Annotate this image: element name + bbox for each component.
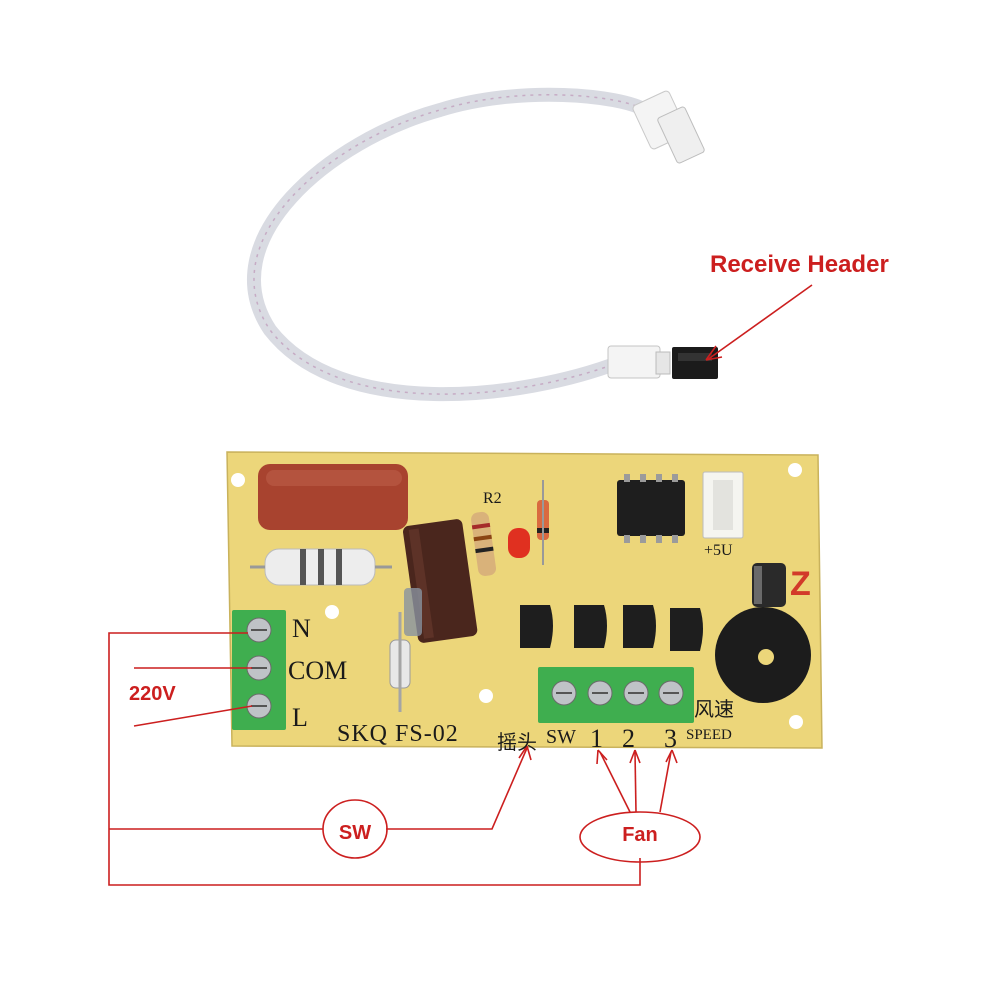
speed-1-label: 1 — [590, 724, 603, 753]
sw-callout-label: SW — [338, 822, 372, 844]
speed-3-label: 3 — [664, 724, 677, 753]
receive-header-label: Receive Header — [710, 251, 889, 278]
wiring-annotations — [108, 284, 813, 886]
cable-connector-top — [632, 90, 705, 164]
corner-mark: Z — [790, 565, 811, 603]
voltage-label: 220V — [129, 683, 176, 705]
resistor-ref-label: R2 — [483, 490, 502, 507]
speed-en-label: SPEED — [686, 727, 732, 743]
speed-2-label: 2 — [622, 724, 635, 753]
terminal-label-com: COM — [288, 656, 348, 685]
cable-connector-bottom — [607, 345, 671, 379]
receive-header-part — [672, 347, 718, 379]
speed-cn-label: 风速 — [694, 699, 734, 721]
terminal-label-l: L — [292, 703, 308, 732]
terminal-label-n: N — [292, 614, 311, 643]
pcb-board — [226, 451, 823, 749]
ribbon-cable — [247, 87, 652, 402]
power-pin-label: +5U — [704, 542, 733, 559]
fan-callout-label: Fan — [622, 824, 658, 846]
sw-silk-label: SW — [546, 726, 576, 748]
swing-label: 摇头 — [497, 732, 537, 754]
board-model-label: SKQ FS-02 — [337, 721, 459, 747]
